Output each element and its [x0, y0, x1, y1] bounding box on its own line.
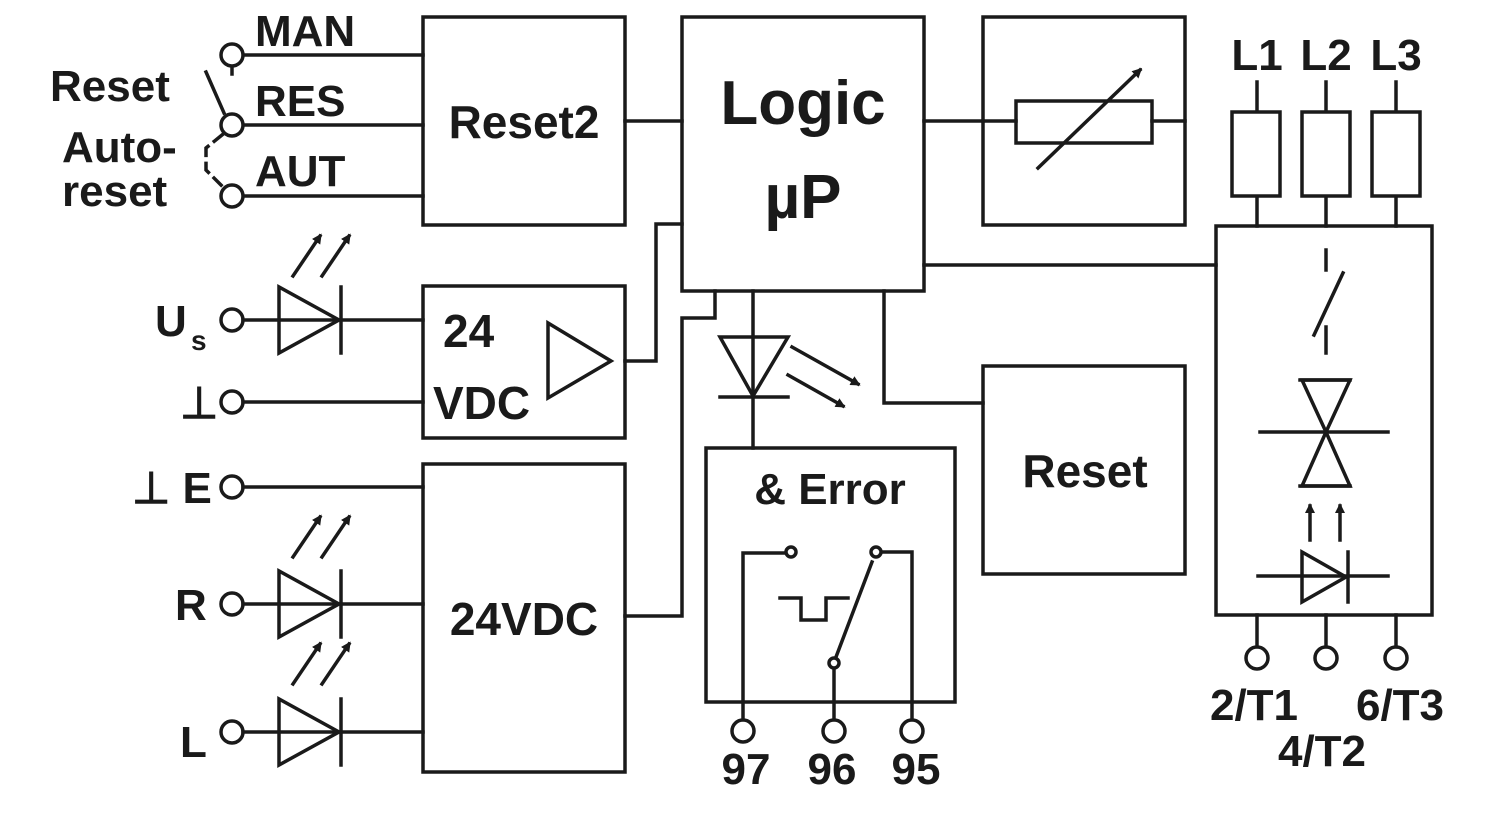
error-led-diode-icon: [717, 335, 792, 400]
triac-upper-icon: [1299, 378, 1353, 437]
microprocessor-label: µP: [764, 163, 841, 232]
fuse-l1-icon: [1230, 110, 1282, 198]
auto-reset-link: [204, 132, 225, 189]
phase-l2-label: L2: [1300, 31, 1351, 80]
terminal-96: [821, 718, 847, 744]
reset2-label: Reset2: [449, 96, 600, 148]
phase-outputs: 2/T1 4/T2 6/T3: [1210, 613, 1444, 776]
reset-switch-lever: [203, 69, 227, 116]
relay-contact-nc: [784, 545, 798, 559]
ground-terminal: [219, 389, 245, 415]
terminal-95-label: 95: [892, 745, 941, 794]
contactor-switch-icon: [1311, 270, 1346, 338]
phase-inputs: L1 L2 L3: [1230, 31, 1422, 228]
error-label: & Error: [754, 465, 906, 514]
phase-l3-label: L3: [1370, 31, 1421, 80]
aut-terminal: [219, 183, 245, 209]
terminal-2t1: [1244, 645, 1270, 671]
us-led-diode-icon: [277, 284, 343, 356]
fuse-l2-icon: [1300, 110, 1352, 198]
terminal-4t2-label: 4/T2: [1278, 727, 1366, 776]
auto-reset-label-line1: Auto-: [62, 123, 177, 172]
reset-switch-label: Reset: [50, 62, 170, 111]
potentiometer-block: [981, 15, 1187, 227]
supply-24vdc-block: 24 VDC: [421, 284, 627, 440]
us-terminal: [219, 307, 245, 333]
supply-24-label: 24: [443, 305, 495, 357]
r-led-input: R: [175, 514, 425, 640]
reset-mode-terminals: MAN RES AUT Reset Auto- reset: [50, 7, 425, 216]
man-label: MAN: [255, 7, 355, 56]
logic-label: Logic: [720, 69, 885, 138]
man-terminal: [219, 42, 245, 68]
logic-block: Logic µP: [680, 15, 926, 293]
relay-coil-icon: [778, 596, 850, 622]
error-led: [717, 289, 861, 450]
us-subscript: s: [191, 325, 207, 356]
r-terminal: [219, 591, 245, 617]
reset-block: Reset: [981, 364, 1187, 576]
phase-l1-label: L1: [1231, 31, 1282, 80]
r-led-diode-icon: [277, 568, 343, 640]
ground-input: ⊥: [180, 379, 425, 428]
l-led-input: L: [180, 641, 425, 768]
ground-e-label: ⊥ E: [132, 464, 212, 513]
supply-24vdc-label: 24VDC: [450, 593, 598, 645]
terminal-95: [899, 718, 925, 744]
r-label: R: [175, 581, 207, 630]
relay-switch-lever: [833, 559, 875, 660]
terminal-6t3: [1383, 645, 1409, 671]
terminal-96-label: 96: [808, 745, 857, 794]
us-supply-input: U s: [155, 233, 425, 356]
l-terminal: [219, 719, 245, 745]
ground-e-input: ⊥ E: [132, 464, 425, 513]
l-led-diode-icon: [277, 696, 343, 768]
l-label: L: [180, 718, 207, 767]
terminal-2t1-label: 2/T1: [1210, 681, 1298, 730]
supply-vdc-label: VDC: [433, 377, 530, 429]
terminal-4t2: [1313, 645, 1339, 671]
terminal-97-label: 97: [722, 745, 771, 794]
terminal-97: [730, 718, 756, 744]
us-label: U: [155, 297, 187, 346]
res-terminal: [219, 112, 245, 138]
ground-label: ⊥: [180, 379, 218, 428]
relay-contact-no: [869, 545, 883, 559]
reset2-block: Reset2: [421, 15, 627, 227]
terminal-6t3-label: 6/T3: [1356, 681, 1444, 730]
error-relay-block: & Error: [704, 446, 957, 722]
supply-24vdc-lower-block: 24VDC: [421, 462, 627, 774]
auto-reset-label-line2: reset: [62, 167, 168, 216]
ground-e-terminal: [219, 474, 245, 500]
amplifier-icon: [546, 319, 615, 402]
res-label: RES: [255, 77, 345, 126]
power-switch-block: [1214, 224, 1434, 617]
reset-label: Reset: [1022, 445, 1147, 497]
relay-output-terminals: 97 96 95: [722, 718, 941, 794]
triac-lower-icon: [1299, 427, 1353, 488]
adjustable-arrow-icon: [1035, 67, 1143, 171]
aut-label: AUT: [255, 147, 346, 196]
optocoupler-diode-icon: [1300, 548, 1350, 606]
fuse-l3-icon: [1370, 110, 1422, 198]
relay-contact-common: [827, 656, 841, 670]
